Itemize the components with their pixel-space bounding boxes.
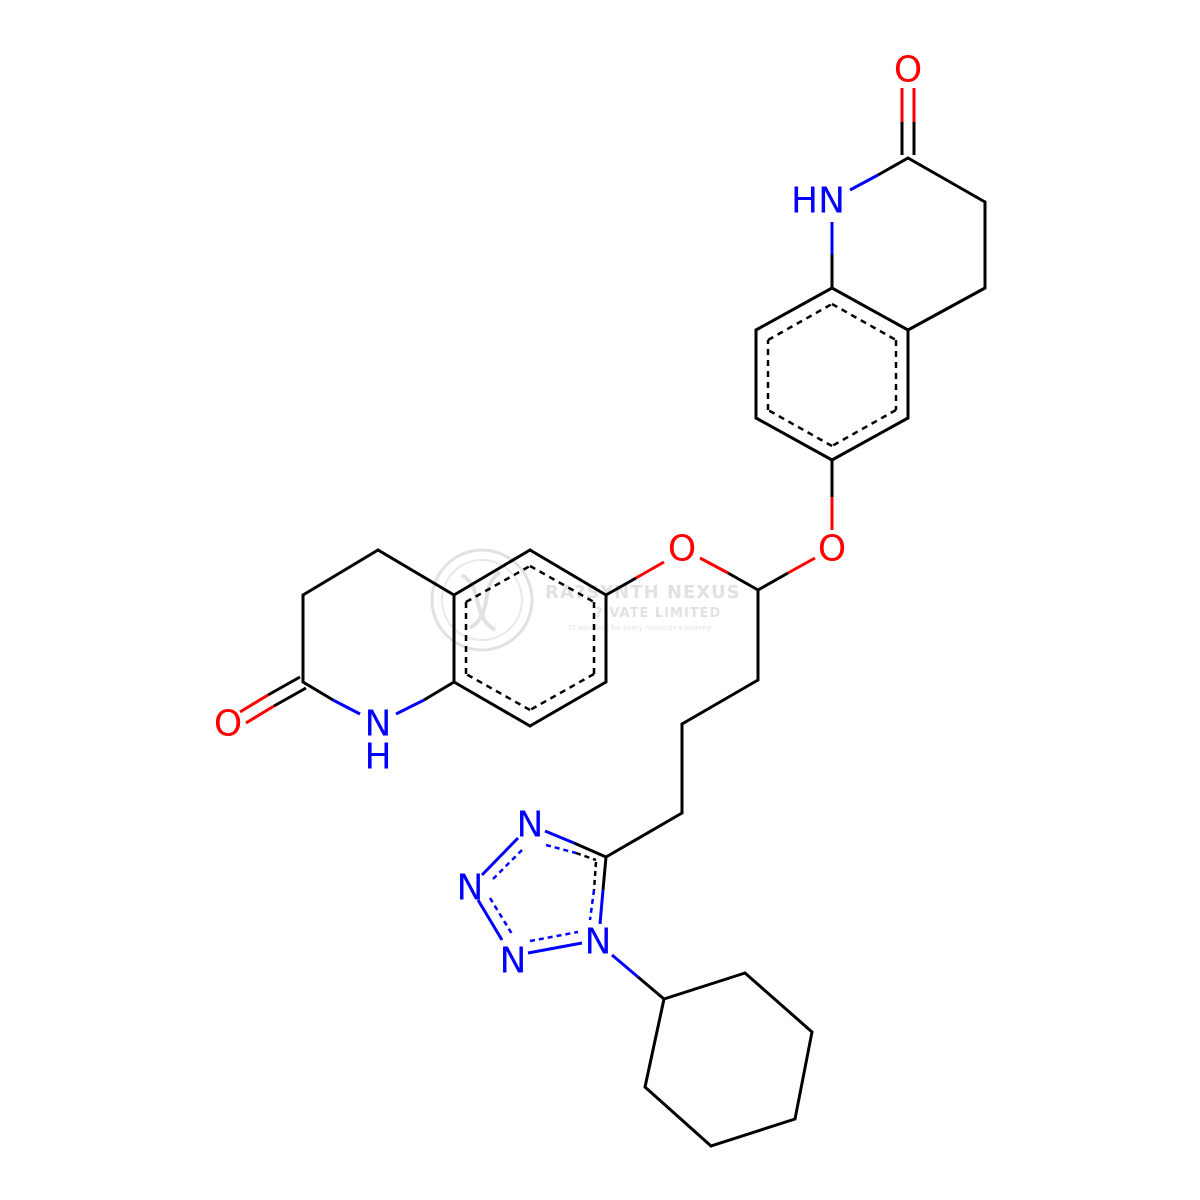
atom-o-carbonyl-top: O — [894, 50, 922, 91]
atom-o-ether-right: O — [818, 529, 846, 570]
watermark-title: RA?SYNTH NEXUS — [545, 582, 741, 603]
atom-n-tetrazole-mid: N — [457, 868, 484, 909]
atom-o-ether-left: O — [668, 529, 696, 570]
atom-n-left: N — [365, 704, 392, 745]
atom-labels: O HN O O O N H N N N N — [214, 50, 922, 982]
bonds-carbon — [301, 156, 987, 1148]
tetrazole-dashes — [488, 843, 598, 943]
watermark-logo-icon — [430, 548, 534, 652]
atom-n-tetrazole-right: N — [585, 922, 612, 963]
hetero-bonds — [302, 156, 909, 1001]
atom-nh-top: HN — [791, 181, 845, 222]
carbonyl-bonds — [239, 88, 916, 725]
atom-o-carbonyl-left: O — [214, 704, 242, 745]
watermark-subtitle: ?IVATE LIMITED — [595, 606, 721, 621]
atom-n-tetrazole-bottom: N — [500, 941, 527, 982]
atom-h-left: H — [364, 737, 391, 778]
atom-n-tetrazole-top: N — [517, 805, 544, 846]
aromatic-dashes — [464, 302, 898, 712]
watermark-tagline: ?? solutions for every molecule's journe… — [568, 624, 711, 632]
